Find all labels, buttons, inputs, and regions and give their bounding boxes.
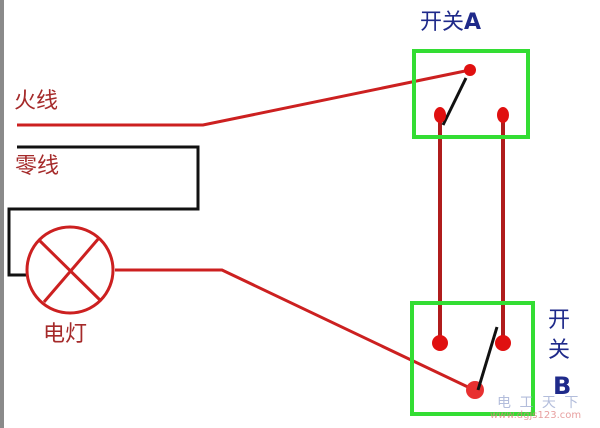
left-border xyxy=(0,0,4,428)
switch-a-letter: A xyxy=(464,10,482,35)
switch-a-text: 开关 xyxy=(420,10,465,35)
neutral-wire xyxy=(7,145,200,277)
switch-b-letter: B xyxy=(553,372,572,400)
watermark-url: www.dgjs123.com xyxy=(490,410,582,421)
switch-a xyxy=(412,49,530,139)
switch-b-char-1: 开 xyxy=(548,308,571,333)
lamp-symbol xyxy=(25,225,115,315)
live-wire-label: 火线 xyxy=(14,89,59,114)
switch-a-label: 开关A xyxy=(420,12,481,34)
live-wire xyxy=(17,68,471,127)
lamp-to-switch-b-wire xyxy=(115,268,471,390)
watermark-name: 电 工 天 下 xyxy=(497,395,581,411)
neutral-wire-label: 零线 xyxy=(15,154,60,179)
switch-b-char-2: 关 xyxy=(548,338,571,363)
lamp-label: 电灯 xyxy=(43,322,88,347)
switch-b xyxy=(410,301,535,416)
